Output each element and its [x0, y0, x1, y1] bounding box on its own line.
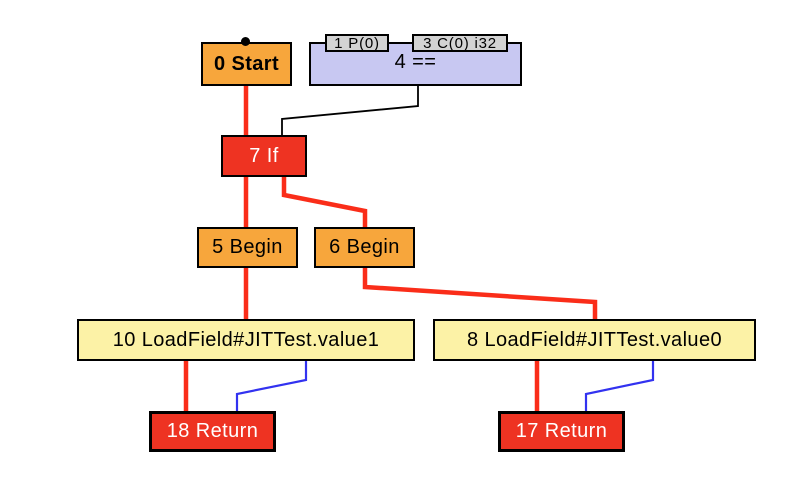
edge-loadfield8-to-return17-data — [584, 361, 655, 411]
edge-if-to-begin6 — [281, 177, 368, 227]
node-8-loadfield-label: 8 LoadField#JITTest.value0 — [467, 328, 722, 351]
edge-eq-to-if-condition — [281, 86, 419, 135]
node-10-loadfield-label: 10 LoadField#JITTest.value1 — [112, 328, 380, 351]
node-5-begin[interactable]: 5 Begin — [197, 227, 298, 268]
node-4-eq-label: 4 == — [394, 51, 437, 73]
node-7-if-label: 7 If — [249, 144, 279, 167]
node-7-if[interactable]: 7 If — [221, 135, 307, 177]
input-port-1-parameter[interactable]: 1 P(0) — [325, 34, 389, 52]
node-17-return[interactable]: 17 Return — [498, 411, 625, 452]
port-3-label: 3 C(0) i32 — [423, 34, 497, 52]
node-18-return-label: 18 Return — [166, 420, 259, 442]
port-1-label: 1 P(0) — [334, 34, 380, 52]
node-5-begin-label: 5 Begin — [212, 236, 283, 258]
node-18-return[interactable]: 18 Return — [149, 411, 276, 452]
edge-begin6-to-loadfield8 — [362, 268, 598, 319]
edge-loadfield10-to-return18-data — [235, 361, 308, 411]
node-0-start-label: 0 Start — [213, 52, 280, 75]
node-8-loadfield[interactable]: 8 LoadField#JITTest.value0 — [433, 319, 756, 361]
node-17-return-label: 17 Return — [515, 420, 608, 442]
node-6-begin-label: 6 Begin — [329, 236, 400, 258]
input-port-3-constant[interactable]: 3 C(0) i32 — [412, 34, 508, 52]
node-10-loadfield[interactable]: 10 LoadField#JITTest.value1 — [77, 319, 415, 361]
node-0-start[interactable]: 0 Start — [201, 42, 292, 86]
node-6-begin[interactable]: 6 Begin — [314, 227, 415, 268]
start-control-port-dot — [241, 37, 250, 46]
